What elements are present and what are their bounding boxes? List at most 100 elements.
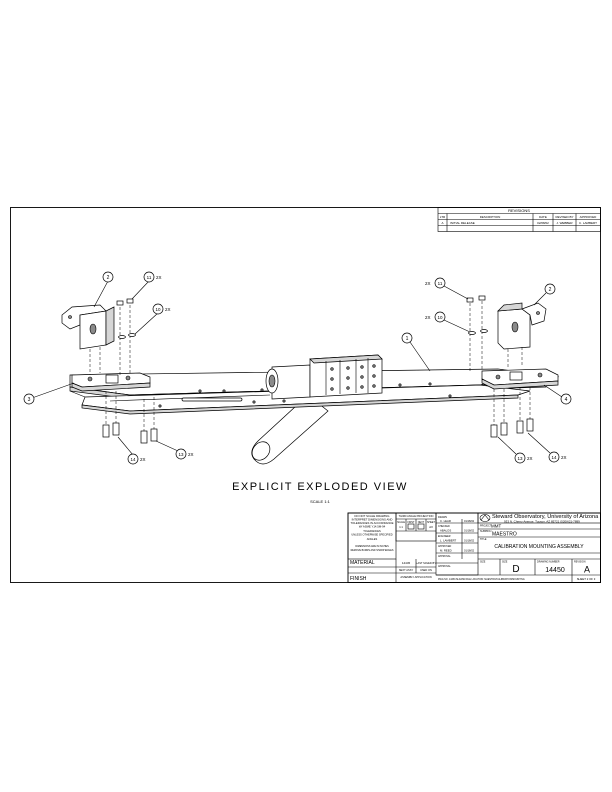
rev-header-desc: DESCRIPTION (480, 215, 501, 219)
engineer: L. LAMBERT (440, 539, 457, 543)
note-remove-burrs: REMOVE BURRS AND SHARP EDGES (351, 549, 394, 552)
sheet-size: D (512, 564, 519, 575)
svg-text:DRAWING NUMBER: DRAWING NUMBER (537, 561, 560, 564)
note-unless: UNLESS OTHERWISE SPECIFIED (351, 533, 392, 537)
rev-header-ltr: LTR (440, 215, 446, 219)
third-angle-label: THIRD ANGLE PROJECTION (399, 514, 434, 518)
right-bracket (497, 302, 547, 350)
svg-text:ENGINEER: ENGINEER (438, 535, 451, 538)
svg-text:FIRST: FIRST (408, 521, 415, 524)
drawn-by: C. LEAR (440, 519, 451, 523)
checked-date: 01/18/02 (464, 529, 475, 533)
svg-text:2X: 2X (425, 315, 431, 320)
part-no: 14445 (402, 561, 411, 565)
svg-text:TITLE: TITLE (480, 538, 487, 541)
svg-text:2: 2 (107, 275, 110, 281)
svg-text:APPROVAL: APPROVAL (438, 555, 451, 558)
note-asme: W/ ASME Y14.5M-94 (359, 525, 386, 529)
svg-text:SIZE: SIZE (480, 561, 486, 564)
file-path: DWG NO. 14450.SLDASM FILE LOCATION: MAES… (438, 578, 525, 581)
drawing-sheet: REVISIONS LTR DESCRIPTION DATE REVISED B… (10, 207, 601, 583)
svg-text:APPROVED: APPROVED (438, 545, 452, 548)
right-lower-fasteners (490, 387, 534, 438)
balloon-14-left: 14 2X (117, 436, 146, 465)
rev-by: J. WEBBER (556, 221, 573, 225)
balloon-2-left: 2 (93, 271, 114, 308)
finish-label: FINISH (350, 576, 367, 582)
revisions-table: REVISIONS LTR DESCRIPTION DATE REVISED B… (437, 207, 601, 232)
rev-desc: INITIAL RELEASE (450, 221, 475, 225)
svg-text:2X: 2X (140, 457, 146, 462)
svg-text:10: 10 (437, 315, 443, 320)
svg-text:SIZE: SIZE (502, 561, 508, 564)
svg-text:PROJECT: PROJECT (480, 525, 492, 528)
subproject-name: MAESTRO (492, 532, 517, 538)
svg-text:3: 3 (28, 397, 31, 403)
svg-text:DRAWN: DRAWN (438, 516, 447, 519)
balloon-14-right: 14 2X (527, 432, 567, 463)
note-do-not-scale: DO NOT SCALE DRAWING (355, 514, 390, 518)
note-angles: ANGLES (367, 537, 378, 541)
used-on: USED ON (420, 568, 432, 572)
revision-letter: A (584, 565, 590, 575)
rev-approved: C. LAMBERT (579, 221, 597, 225)
svg-text:14: 14 (551, 455, 557, 460)
svg-text:SUBPROJ.: SUBPROJ. (480, 530, 492, 533)
support-tube (251, 394, 329, 465)
sheet-border (10, 207, 601, 583)
note-dimensions: DIMENSIONS ARE IN INCHES (355, 545, 389, 548)
balloon-11-right: 11 2X (425, 277, 469, 300)
assembly-application: ASSEMBLY APPLICATION (400, 575, 431, 579)
balloon-2-right: 2 (533, 283, 556, 306)
engineer-date: 01/18/02 (464, 539, 475, 543)
balloon-10-left: 10 2X (134, 303, 171, 335)
sheet-number: SHEET 2 OF 3 (577, 577, 596, 581)
rev-ltr: A (441, 221, 443, 225)
rev-header-date: DATE (539, 215, 547, 219)
approved-by: M. REED (440, 549, 452, 553)
svg-text:13: 13 (517, 456, 523, 461)
revisions-title: REVISIONS (508, 208, 530, 213)
svg-text:2X: 2X (425, 281, 431, 286)
balloon-4: 4 (543, 384, 572, 405)
svg-text:2X: 2X (561, 455, 567, 460)
checked-by: ABALOS (440, 529, 451, 533)
org-address: 933 N. Cherry Avenue, Tucson, AZ 85721 (… (504, 519, 580, 523)
svg-text:13: 13 (178, 452, 184, 457)
svg-text:SHEET: SHEET (427, 521, 436, 524)
actuator-block (265, 354, 383, 400)
view-scale: SCALE 1:1 (310, 499, 331, 504)
balloon-1: 1 (401, 332, 431, 372)
svg-text:11: 11 (438, 281, 443, 286)
svg-text:CHECKED: CHECKED (438, 525, 450, 528)
svg-text:NEXT: NEXT (418, 521, 425, 524)
approved-date: 01/18/02 (464, 549, 475, 553)
left-mount-plate (71, 372, 151, 392)
svg-text:2/2: 2/2 (429, 525, 433, 529)
left-upper-fasteners (89, 298, 136, 377)
svg-text:14: 14 (130, 457, 136, 462)
svg-text:2X: 2X (188, 452, 194, 457)
drawing-number: 14450 (545, 567, 565, 574)
svg-text:2: 2 (549, 287, 552, 293)
balloon-10-right: 10 2X (425, 311, 471, 333)
svg-text:1: 1 (406, 336, 409, 342)
svg-text:REVISION: REVISION (574, 561, 586, 564)
project-name: MMT (491, 524, 501, 529)
note-tolerances-accordance: TOLERANCES IN ACCORDANCE (351, 521, 394, 525)
rev-header-revised: REVISED BY (555, 215, 573, 219)
svg-text:2X: 2X (165, 307, 171, 312)
next-assy: NEXT ASSY (399, 568, 414, 572)
svg-text:1:1: 1:1 (399, 525, 403, 529)
right-upper-fasteners (466, 295, 523, 371)
left-lower-fasteners (102, 391, 158, 444)
svg-text:10: 10 (155, 307, 161, 312)
svg-text:2X: 2X (156, 275, 162, 280)
svg-text:APPROVAL: APPROVAL (438, 565, 451, 568)
last-saved: LAST SAVED BY (416, 561, 436, 565)
svg-text:2X: 2X (527, 456, 533, 461)
svg-text:11: 11 (147, 275, 152, 280)
title-block: DO NOT SCALE DRAWING INTERPRET DIMENSION… (347, 512, 601, 583)
right-mount-plate (481, 368, 559, 390)
rev-date: 02/08/02 (537, 221, 549, 225)
